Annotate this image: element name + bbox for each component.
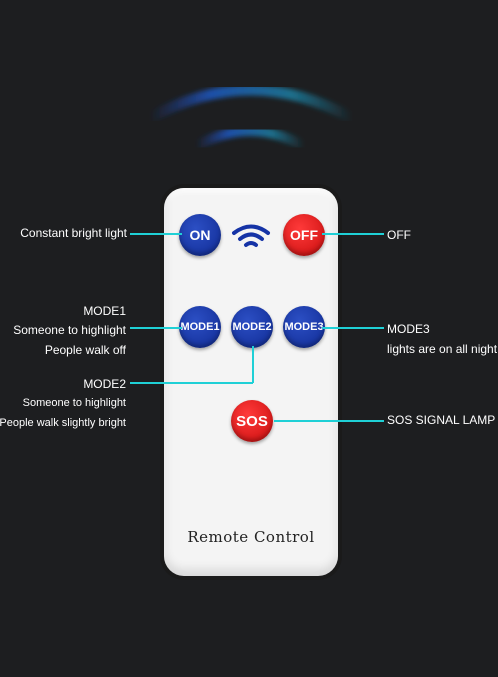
- brand-label: Remote Control: [187, 528, 315, 546]
- sos-leader-line: [274, 420, 384, 422]
- mode1-leader-line: [130, 327, 182, 329]
- mode2-leader-line: [130, 382, 253, 384]
- off-annotation: OFF: [387, 228, 411, 242]
- sos-annotation: SOS SIGNAL LAMP: [387, 413, 496, 427]
- mode2-line2: People walk slightly bright: [0, 417, 126, 429]
- on-leader-line: [130, 233, 182, 235]
- mode3-button[interactable]: MODE3: [283, 306, 325, 348]
- mode2-line1: Someone to highlight: [22, 397, 126, 409]
- mode1-title: MODE1: [83, 304, 126, 318]
- off-leader-line: [322, 233, 384, 235]
- mode3-leader-line: [322, 327, 384, 329]
- mode1-line1: Someone to highlight: [13, 323, 126, 337]
- mode1-line2: People walk off: [44, 343, 126, 357]
- sos-button[interactable]: SOS: [231, 400, 273, 442]
- on-button[interactable]: ON: [179, 214, 221, 256]
- mode3-title: MODE3: [387, 322, 430, 336]
- off-button[interactable]: OFF: [283, 214, 325, 256]
- mode3-line1: lights are on all night: [387, 342, 498, 356]
- on-annotation: Constant bright light: [20, 226, 127, 240]
- mode2-leader-vertical: [252, 346, 254, 383]
- mode2-button[interactable]: MODE2: [231, 306, 273, 348]
- mode1-button[interactable]: MODE1: [179, 306, 221, 348]
- wifi-icon: [232, 224, 270, 247]
- mode2-title: MODE2: [83, 377, 126, 391]
